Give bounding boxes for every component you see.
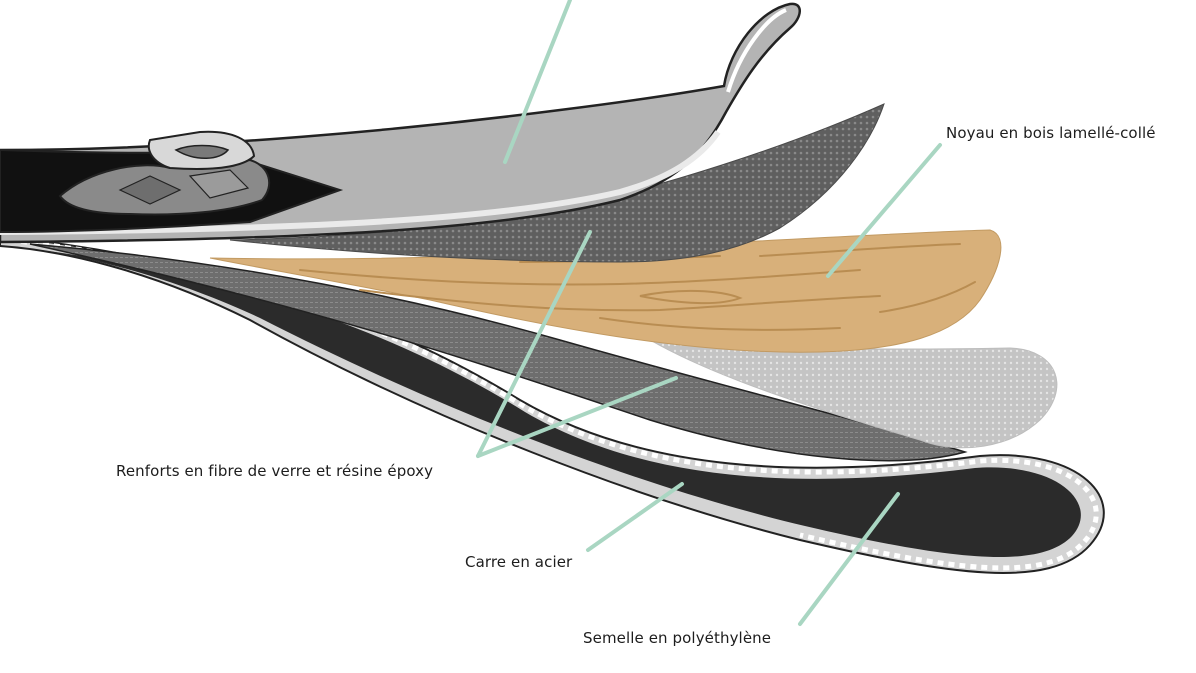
leader-core: [826, 143, 942, 278]
label-wood-core: Noyau en bois lamellé-collé: [946, 124, 1156, 142]
tip-loop: [726, 8, 787, 93]
label-fiberglass: Renforts en fibre de verre et résine épo…: [116, 462, 434, 480]
base-layer: [0, 234, 1105, 574]
base-surface: [40, 250, 1081, 558]
binding: [58, 130, 271, 216]
leader-fiber-b: [476, 376, 678, 458]
fiberglass-lower: [29, 243, 968, 462]
edge-dashes: [9, 237, 1099, 571]
leader-lines: [476, 0, 942, 626]
topsheet-rim: [0, 130, 721, 235]
leader-topsheet: [503, 0, 572, 164]
label-base: Semelle en polyéthylène: [583, 629, 772, 647]
leader-edge: [586, 482, 684, 552]
wood-grain: [299, 243, 976, 331]
wood-core: [209, 229, 1002, 353]
leader-fiber-a: [476, 230, 592, 458]
leader-base: [798, 492, 900, 626]
label-steel-edge: Carre en acier: [465, 553, 573, 571]
